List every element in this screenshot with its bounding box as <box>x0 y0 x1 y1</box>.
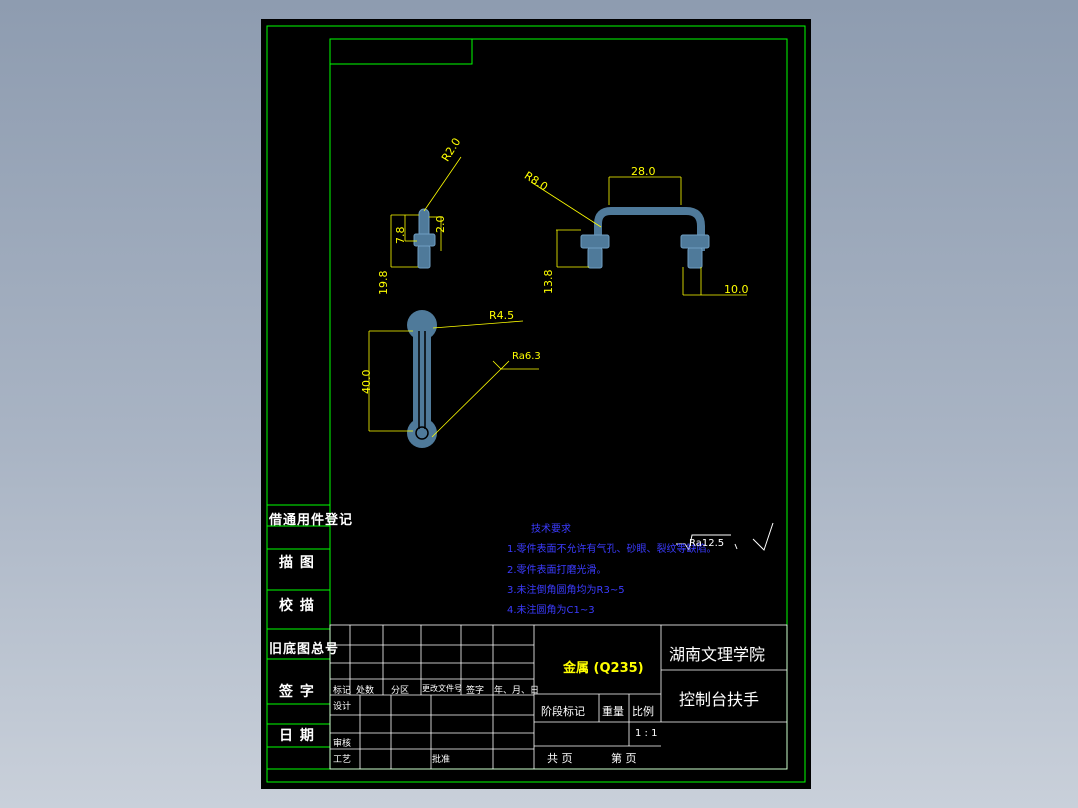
side-label-check: 校 描 <box>279 598 315 614</box>
side-label-date: 日 期 <box>279 728 315 744</box>
side-column-lines <box>267 504 330 770</box>
front-view-feet <box>580 234 710 269</box>
material-label: 金属 (Q235) <box>563 661 644 676</box>
front-view-part <box>594 207 705 251</box>
rev-header-sign: 签字 <box>466 686 485 696</box>
side-label-old-number: 旧底图总号 <box>269 642 340 657</box>
dim-top-len: 40.0 <box>360 369 373 395</box>
part-name: 控制台扶手 <box>679 690 760 709</box>
dim-side-h2: 2.0 <box>434 215 447 234</box>
dimension-lines <box>368 156 747 438</box>
stage-mark-label: 阶段标记 <box>541 705 585 718</box>
notes-title: 技术要求 <box>531 524 571 535</box>
side-label-sign: 签 字 <box>279 684 315 700</box>
notes-item-4: 4.未注圆角为C1~3 <box>507 605 595 616</box>
rev-header-zone: 分区 <box>391 686 410 696</box>
dim-side-h1: 7.8 <box>394 226 407 245</box>
dim-top-r: R4.5 <box>489 309 515 322</box>
notes-item-2: 2.零件表面打磨光滑。 <box>507 565 607 576</box>
dim-front-w: 28.0 <box>631 165 656 178</box>
review-label: 审核 <box>333 739 352 749</box>
side-label-borrow: 借通用件登记 <box>269 513 354 528</box>
outer-frame <box>266 25 806 783</box>
drawing-sheet: R2.0 7.8 2.0 19.8 R8.0 28.0 13.8 10.0 R4… <box>261 19 811 789</box>
dim-top-rough: Ra6.3 <box>512 351 541 362</box>
page-number: 第 页 <box>611 752 637 765</box>
title-block-lines <box>329 624 788 770</box>
side-label-trace: 描 图 <box>279 555 315 571</box>
general-roughness: Ra12.5 <box>689 538 725 549</box>
scale-value: 1 : 1 <box>635 728 658 739</box>
total-pages: 共 页 <box>547 752 573 765</box>
rev-header-count: 处数 <box>356 686 375 696</box>
code-box <box>329 38 473 65</box>
roughness-symbol-icon <box>676 522 774 552</box>
top-view-part <box>407 310 437 448</box>
scale-label: 比例 <box>632 705 654 718</box>
weight-label: 重量 <box>602 705 624 718</box>
approve-label: 批准 <box>432 755 451 765</box>
school-name: 湖南文理学院 <box>669 645 766 664</box>
notes-item-1: 1.零件表面不允许有气孔、砂眼、裂纹等缺陷。 <box>507 544 717 555</box>
rev-header-doc: 更改文件号 <box>422 684 462 693</box>
dim-front-w2: 10.0 <box>724 283 749 296</box>
design-label: 设计 <box>333 702 352 712</box>
rev-header-date: 年、月、日 <box>494 686 540 696</box>
rev-header-mark: 标记 <box>333 686 352 696</box>
dim-side-h3: 19.8 <box>377 270 390 296</box>
side-view-part <box>413 208 436 269</box>
notes-item-3: 3.未注倒角圆角均为R3~5 <box>507 585 625 596</box>
dim-front-h: 13.8 <box>542 269 555 295</box>
process-label: 工艺 <box>333 755 352 765</box>
drawing-canvas <box>266 25 806 783</box>
